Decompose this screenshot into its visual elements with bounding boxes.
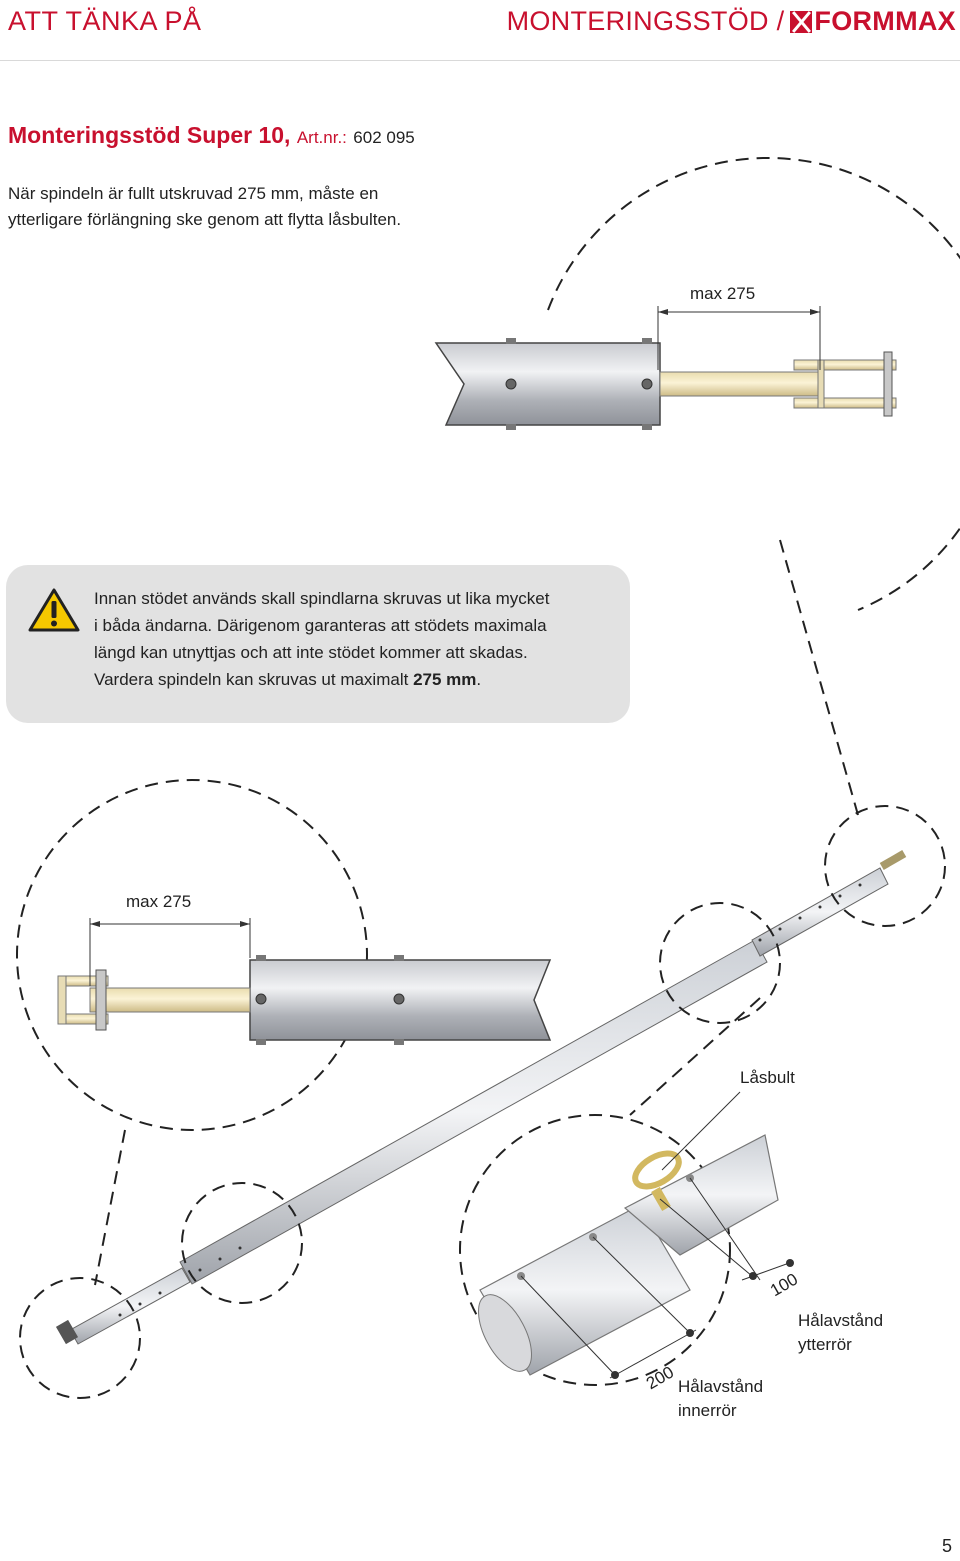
pole-end-circle-top	[824, 805, 946, 927]
brand-logo: FORMMAX	[790, 6, 956, 37]
warning-line: längd kan utnyttjas och att inte stödet …	[94, 643, 528, 662]
section-title: ATT TÄNKA PÅ	[8, 6, 202, 36]
joint-leader-line	[629, 997, 761, 1116]
lock-bolt-label: Låsbult	[740, 1068, 795, 1087]
max-length-value: 275 mm	[413, 670, 477, 689]
inner-pitch-label-line: Hålavstånd	[678, 1377, 764, 1396]
top-max-label: max 275	[690, 284, 756, 303]
brand-name: FORMMAX	[814, 6, 956, 36]
warning-line: Vardera spindeln kan skruvas ut maximalt…	[94, 666, 614, 693]
product-heading: MONTERINGSSTÖD /	[506, 6, 785, 36]
outer-pitch-label-line: ytterrör	[798, 1335, 852, 1354]
page-title: Monteringsstöd Super 10, Art.nr.: 602 09…	[8, 122, 415, 149]
support-pole	[55, 850, 907, 1345]
header-divider	[0, 60, 960, 61]
top-leader-line	[779, 539, 859, 816]
left-detail-tube	[57, 955, 552, 1045]
warning-notice: Innan stödet används skall spindlarna sk…	[6, 565, 630, 723]
left-max-label: max 275	[126, 892, 192, 911]
brand-mark-icon	[790, 10, 813, 33]
warning-triangle-icon	[28, 588, 80, 632]
intro-paragraph: När spindeln är fullt utskruvad 275 mm, …	[8, 181, 478, 233]
outer-pitch-label: Hålavstånd ytterrör	[798, 1309, 883, 1357]
pole-end-circle-bottom	[19, 1277, 141, 1399]
warning-line-end: .	[476, 670, 482, 689]
header-product: MONTERINGSSTÖD / FORMMAX	[507, 6, 956, 37]
outer-pitch-dimension	[659, 1177, 794, 1281]
inner-pitch-label-line: innerrör	[678, 1401, 737, 1420]
intro-line: ytterligare förlängning ske genom att fl…	[8, 210, 402, 229]
top-detail-circle	[547, 157, 960, 611]
artnr-label: Art.nr.:	[296, 128, 347, 147]
product-name: Monteringsstöd Super 10,	[8, 122, 291, 148]
warning-line: i båda ändarna. Därigenom garanteras att…	[94, 616, 547, 635]
intro-line: När spindeln är fullt utskruvad 275 mm, …	[8, 184, 379, 203]
pole-joint-circle-top	[659, 902, 781, 1024]
left-detail-circle	[16, 779, 368, 1131]
joint-detail	[478, 1134, 779, 1376]
top-dimension	[657, 306, 821, 370]
warning-text: Innan stödet används skall spindlarna sk…	[94, 585, 614, 693]
inner-pitch-dimension	[520, 1236, 697, 1379]
warning-line: Innan stödet används skall spindlarna sk…	[94, 589, 550, 608]
artnr-value: 602 095	[353, 128, 415, 147]
page-number: 5	[941, 1536, 952, 1556]
inner-pitch-label: Hålavstånd innerrör	[678, 1375, 763, 1423]
outer-pitch-label-line: Hålavstånd	[798, 1311, 884, 1330]
left-leader-line	[94, 1129, 126, 1286]
left-dimension	[89, 918, 251, 986]
lock-bolt-leader	[661, 1091, 741, 1171]
top-detail-tube	[434, 338, 897, 430]
pole-joint-circle-bottom	[181, 1182, 303, 1304]
joint-detail-circle	[459, 1114, 731, 1386]
warning-line-text: Vardera spindeln kan skruvas ut maximalt	[94, 670, 409, 689]
